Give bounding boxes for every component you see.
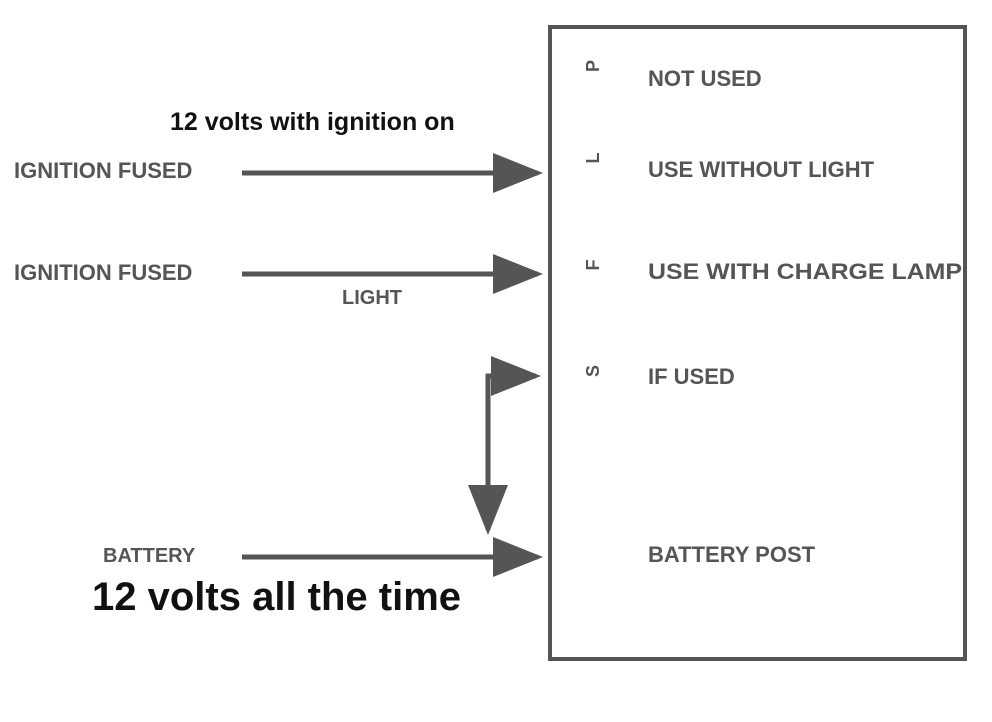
terminal-label-battery-post: BATTERY POST — [648, 542, 816, 567]
battery-voltage-note: 12 volts all the time — [92, 575, 461, 619]
terminal-label-use-without-light: USE WITHOUT LIGHT — [648, 157, 875, 182]
regulator-box — [548, 25, 967, 661]
ignition-voltage-note: 12 volts with ignition on — [170, 108, 455, 136]
terminal-letter-f: F — [583, 260, 603, 271]
terminal-label-if-used: IF USED — [648, 364, 735, 389]
light-label: LIGHT — [342, 287, 402, 309]
terminal-label-not-used: NOT USED — [648, 66, 762, 91]
terminal-letter-p: P — [583, 60, 603, 72]
terminal-label-use-with-charge-lamp: USE WITH CHARGE LAMP — [648, 259, 962, 284]
sense-branch-wire-up — [485, 356, 541, 420]
ignition-fused-label-2: IGNITION FUSED — [14, 260, 192, 285]
terminal-letter-l: L — [583, 153, 603, 164]
ignition-fused-label-1: IGNITION FUSED — [14, 158, 192, 183]
battery-label: BATTERY — [103, 545, 196, 567]
terminal-letter-s: S — [583, 365, 603, 377]
